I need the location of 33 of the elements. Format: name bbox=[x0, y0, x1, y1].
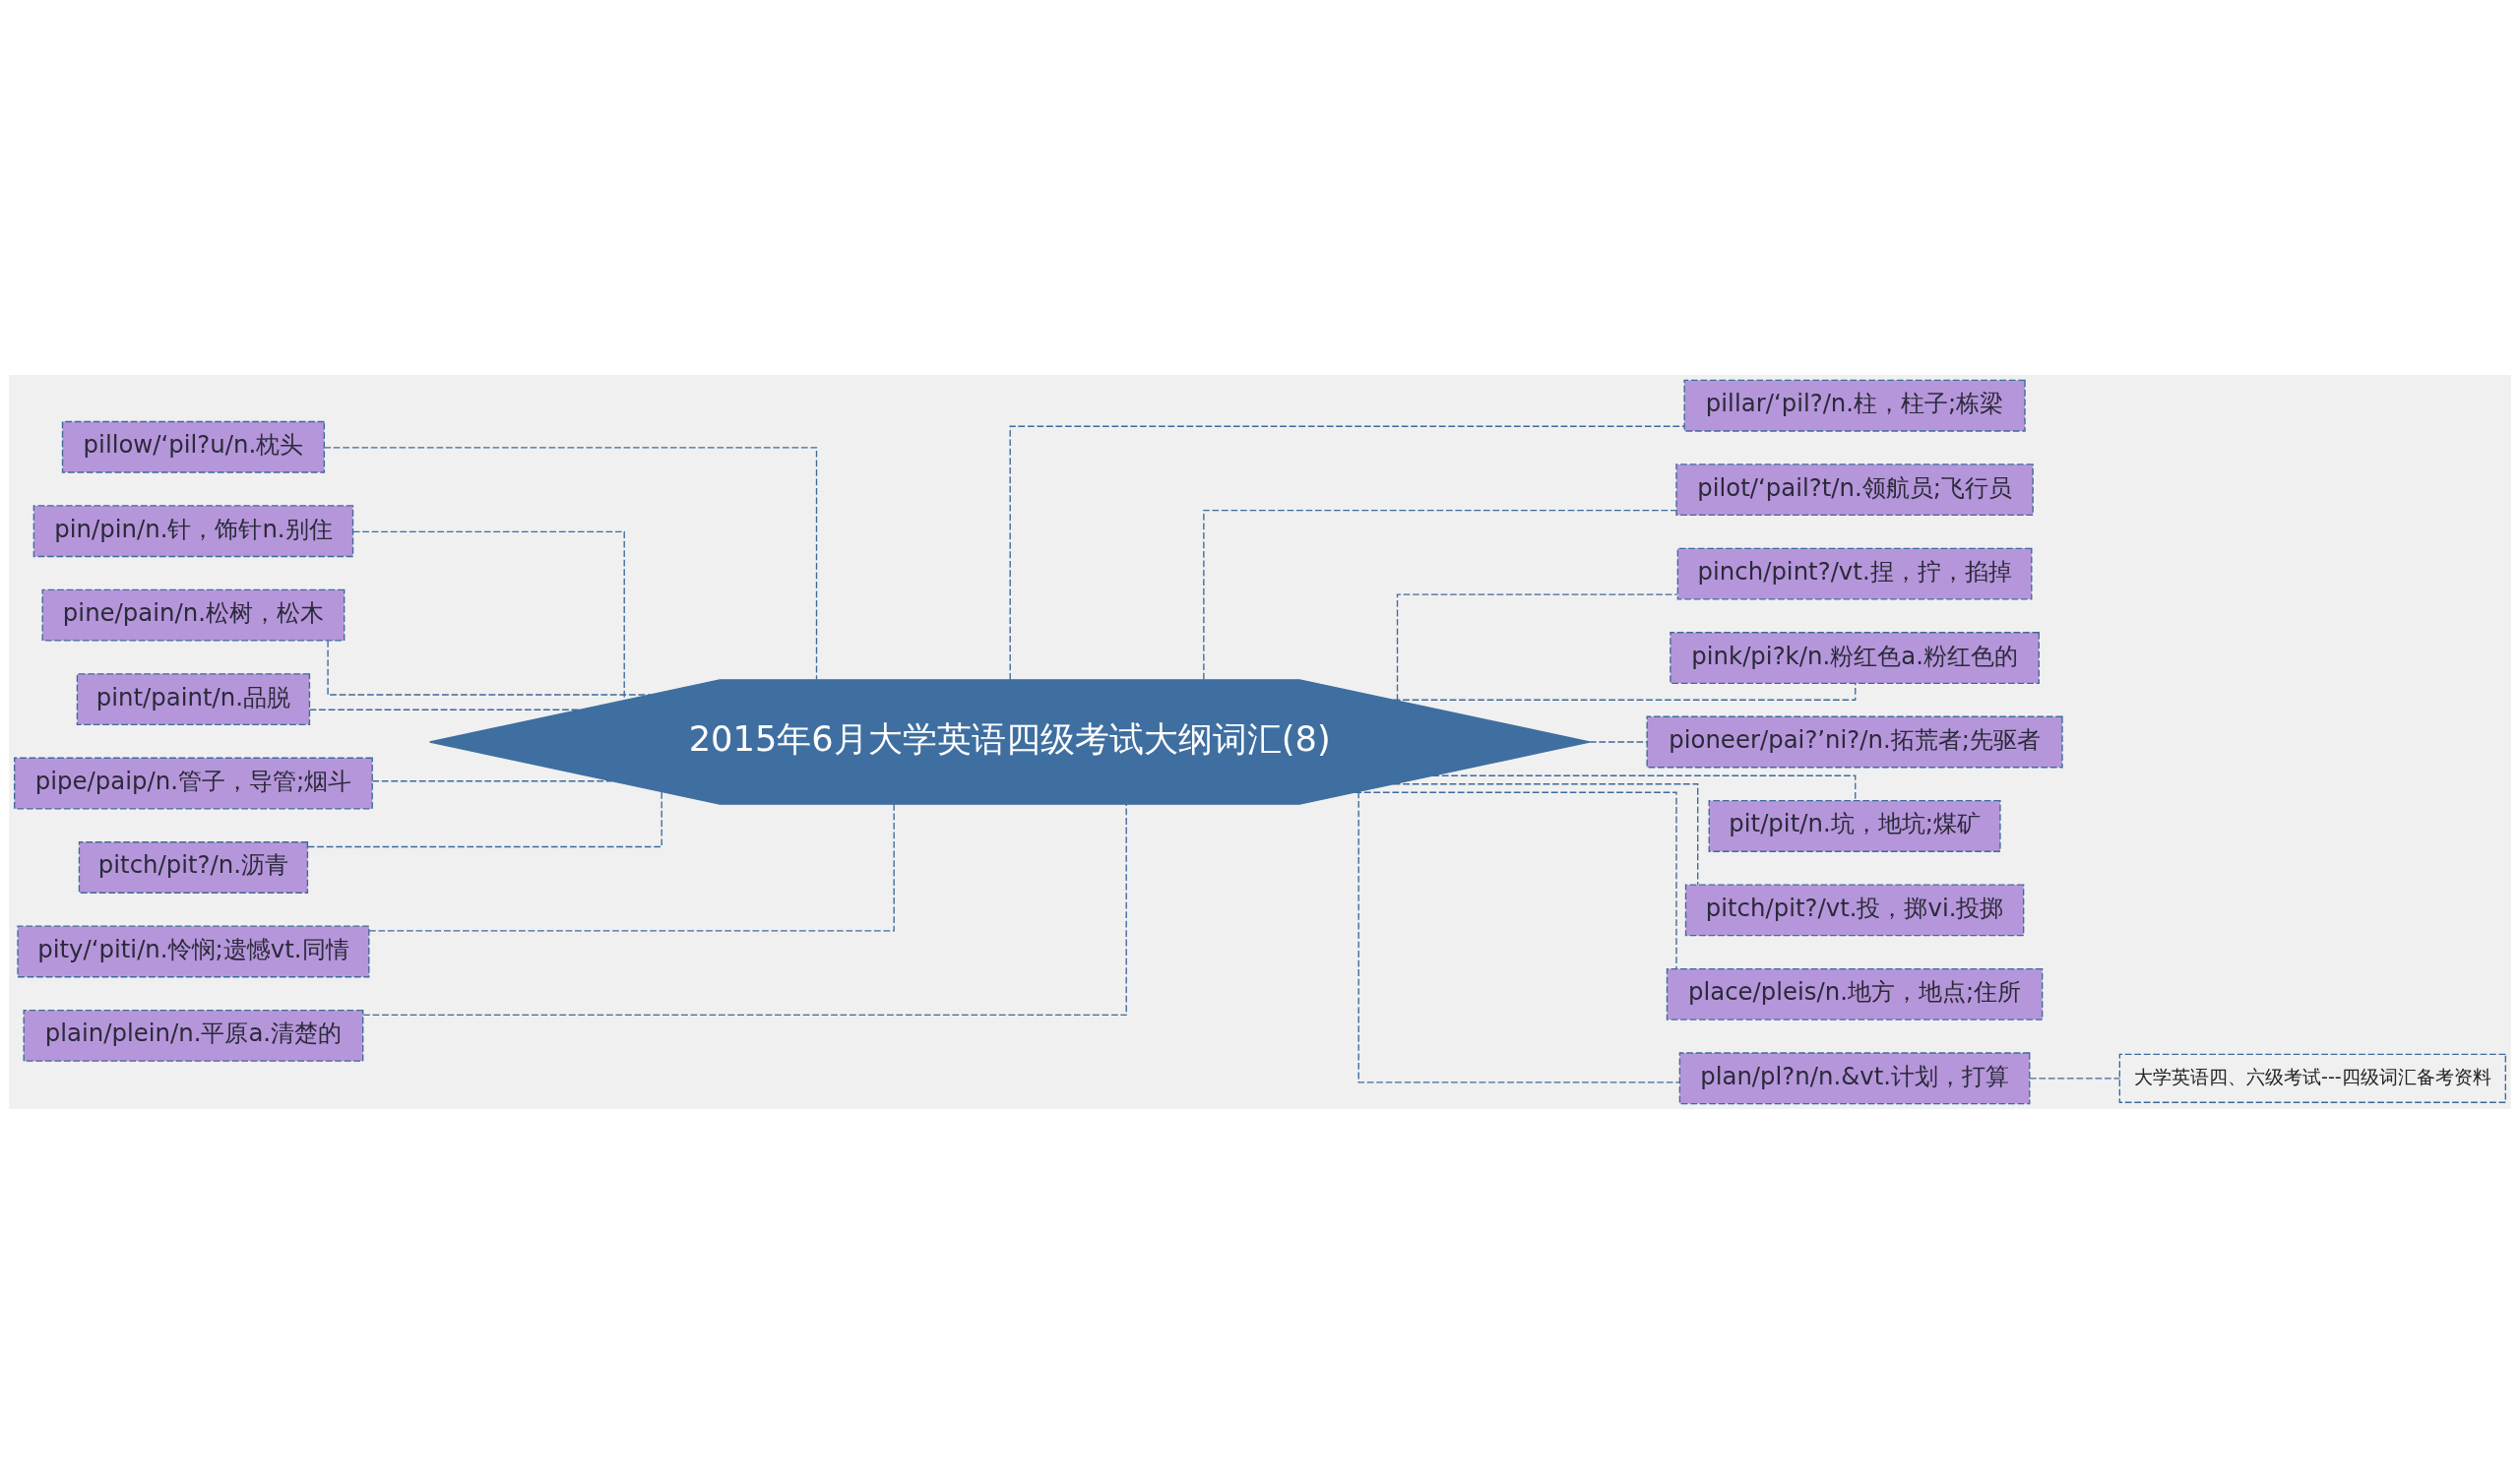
node-box: pitch/pit?/vt.投，掷vi.投掷 bbox=[1684, 883, 2025, 936]
node-box: pillar/‘pil?/n.柱，柱子;栋梁 bbox=[1683, 379, 2026, 432]
node-box: pipe/paip/n.管子，导管;烟斗 bbox=[14, 757, 373, 809]
node-box: pioneer/pai?’ni?/n.拓荒者;先驱者 bbox=[1646, 715, 2063, 768]
connector bbox=[1357, 790, 1680, 1083]
node-box: 大学英语四、六级考试---四级词汇备考资料 bbox=[2118, 1053, 2506, 1103]
connector bbox=[352, 530, 625, 701]
node-box: place/pleis/n.地方，地点;住所 bbox=[1666, 967, 2044, 1020]
connector bbox=[327, 640, 651, 696]
node-box: pilot/‘pail?t/n.领航员;飞行员 bbox=[1675, 463, 2034, 516]
connector bbox=[368, 803, 895, 932]
connector bbox=[307, 790, 662, 847]
node-box: plain/plein/n.平原a.清楚的 bbox=[23, 1009, 364, 1062]
node-box: pin/pin/n.针，饰针n.别住 bbox=[32, 504, 354, 557]
connector bbox=[1203, 509, 1677, 680]
connector bbox=[323, 446, 818, 680]
node-box: pint/paint/n.品脱 bbox=[76, 672, 311, 725]
node-box: pitch/pit?/n.沥青 bbox=[78, 840, 309, 894]
node-box: pinch/pint?/vt.捏，拧，掐掉 bbox=[1676, 547, 2033, 600]
node-box: plan/pl?n/n.&vt.计划，打算 bbox=[1678, 1051, 2031, 1104]
connector bbox=[1396, 592, 1678, 702]
node-box: pine/pain/n.松树，松木 bbox=[41, 588, 346, 642]
connector bbox=[1354, 791, 1677, 969]
node-box: pit/pit/n.坑，地坑;煤矿 bbox=[1708, 799, 2001, 852]
connector bbox=[371, 779, 613, 781]
connector bbox=[1392, 782, 1699, 886]
connector bbox=[362, 803, 1127, 1016]
connector bbox=[2029, 1077, 2120, 1079]
node-box: pink/pi?k/n.粉红色a.粉红色的 bbox=[1670, 631, 2040, 684]
connector bbox=[1009, 425, 1685, 680]
node-box: pity/‘piti/n.怜悯;遗憾vt.同情 bbox=[17, 925, 370, 977]
node-box: pillow/‘pil?u/n.枕头 bbox=[61, 420, 326, 473]
connector bbox=[1589, 740, 1648, 743]
